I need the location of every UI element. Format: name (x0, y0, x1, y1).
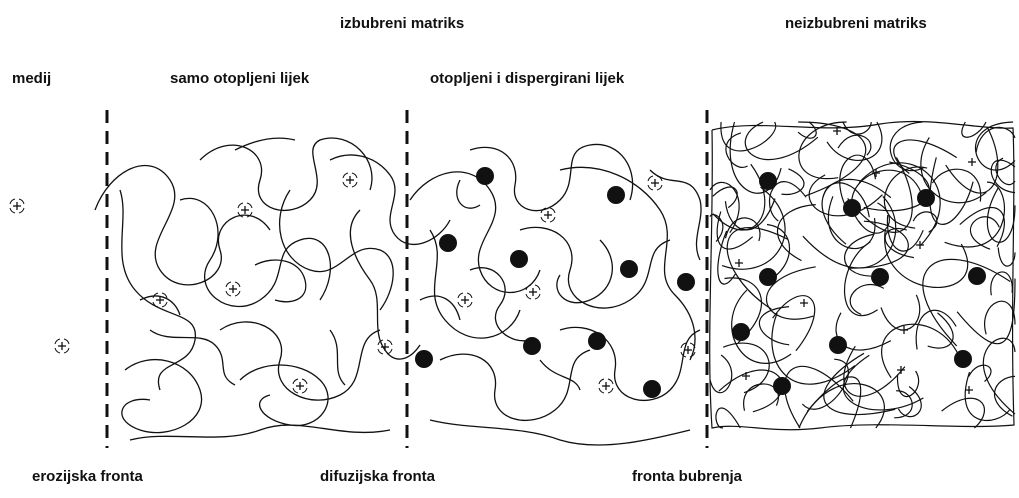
polymer-strand (960, 208, 1005, 247)
polymer-strand (719, 370, 783, 412)
polymer-strand (882, 324, 962, 378)
polymer-strand (962, 122, 986, 137)
polymer-strand (970, 217, 999, 249)
polymer-strand (942, 398, 985, 428)
polymer-strand (759, 307, 789, 345)
polymer-strand (848, 157, 913, 232)
polymer-strand (983, 338, 1015, 414)
polymer-strand (930, 157, 973, 224)
polymer-strand (996, 158, 1015, 184)
polymer-strand (785, 366, 853, 428)
polymer-strand (881, 295, 920, 330)
swollen-polymer-chains (95, 138, 701, 445)
polymer-strand (850, 284, 884, 314)
polymer-strand (713, 187, 737, 208)
polymer-strand (987, 188, 1015, 243)
polymer-strand (718, 231, 735, 284)
dissolved-drug-markers (10, 173, 695, 393)
polymer-strand (716, 408, 740, 428)
polymer-strand (710, 355, 732, 393)
polymer-strand (969, 365, 991, 381)
polymer-strand (991, 160, 1015, 192)
polymer-strand (744, 384, 779, 411)
polymer-strand (798, 122, 816, 138)
polymer-strand (885, 228, 914, 257)
